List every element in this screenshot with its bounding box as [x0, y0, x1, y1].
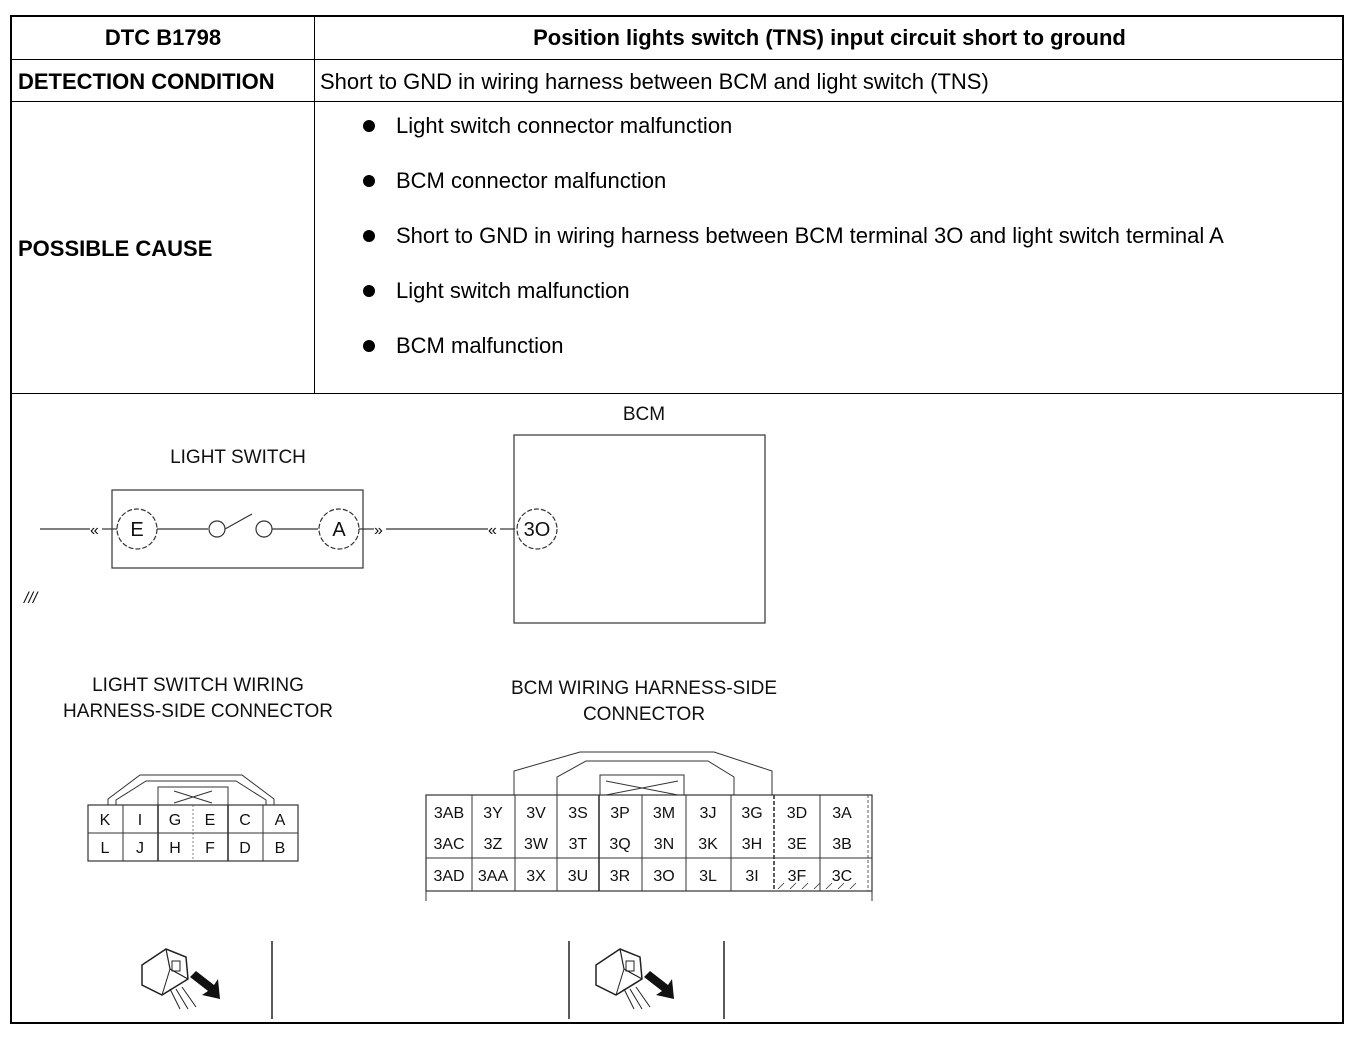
pin-label: 3T [569, 836, 588, 853]
connector-mark: « [90, 522, 99, 539]
pin-label: 3E [787, 836, 807, 853]
cause-item: Short to GND in wiring harness between B… [357, 221, 1256, 251]
pin-label: 3R [610, 868, 630, 885]
column-divider [314, 17, 315, 393]
cause-item: Light switch connector malfunction [357, 111, 1257, 141]
detection-condition-label: DETECTION CONDITION [18, 69, 275, 94]
pin-label: 3K [698, 836, 718, 853]
terminal-a-label: A [332, 519, 346, 541]
pin-label: 3Q [609, 836, 630, 853]
connector-mark: » [374, 522, 383, 539]
bcm-connector [425, 751, 873, 901]
light-switch-connector [87, 774, 299, 862]
pin-label: 3P [610, 805, 630, 822]
connector-mark: « [488, 522, 497, 539]
pin-label: 3I [745, 868, 758, 885]
bcm-connector-label: BCM WIRING HARNESS-SIDE [511, 678, 777, 699]
cause-item: Light switch malfunction [357, 276, 1257, 306]
pin-label: F [205, 840, 215, 857]
pin-label: 3V [526, 805, 546, 822]
light-switch-box [111, 489, 364, 569]
pin-label: 3A [832, 805, 852, 822]
terminal-e-label: E [130, 519, 143, 541]
pin-label: B [275, 840, 286, 857]
pin-label: 3AD [433, 868, 464, 885]
pin-label: L [101, 840, 110, 857]
detection-condition-text: Short to GND in wiring harness between B… [320, 69, 989, 94]
pin-label: E [205, 812, 216, 829]
pin-label: I [138, 812, 142, 829]
switch-contact [255, 520, 273, 538]
pin-label: 3L [699, 868, 717, 885]
dtc-title: Position lights switch (TNS) input circu… [533, 25, 1126, 50]
possible-cause-label: POSSIBLE CAUSE [18, 236, 213, 261]
pin-label: A [275, 812, 286, 829]
row-divider-2 [12, 101, 1342, 102]
row-divider-3 [12, 393, 1342, 394]
pin-label: 3AC [433, 836, 464, 853]
row-divider-1 [12, 59, 1342, 60]
pin-label: 3B [832, 836, 852, 853]
light-switch-label: LIGHT SWITCH [170, 447, 306, 468]
light-switch-connector-label: HARNESS-SIDE CONNECTOR [63, 701, 333, 722]
bcm-connector-label: CONNECTOR [583, 704, 705, 725]
pin-label: 3Y [483, 805, 503, 822]
pin-label: 3D [787, 805, 807, 822]
bcm-box [513, 434, 766, 624]
pin-label: 3J [700, 805, 717, 822]
terminal-3o [516, 508, 558, 550]
pin-label: K [100, 812, 111, 829]
bcm-label: BCM [623, 404, 665, 425]
pin-label: 3W [524, 836, 549, 853]
pin-label: C [239, 812, 251, 829]
switch-blade [224, 513, 253, 530]
pin-label: 3O [653, 868, 674, 885]
pin-label: 3C [832, 868, 852, 885]
pin-label: 3AA [478, 868, 509, 885]
wiring-diagram: LIGHT SWITCH « E A » « /// BCM 3O LIGHT … [23, 404, 873, 1019]
pin-label: 3X [526, 868, 546, 885]
pin-label: D [239, 840, 251, 857]
ground-symbol: /// [23, 590, 39, 607]
cause-item: BCM connector malfunction [357, 166, 1257, 196]
pin-label: 3S [568, 805, 588, 822]
pin-label: 3AB [434, 805, 464, 822]
pin-label: 3H [742, 836, 762, 853]
pin-label: 3F [788, 868, 807, 885]
connector-view-direction-icon [595, 948, 674, 1010]
possible-cause-list: Light switch connector malfunction BCM c… [357, 111, 1257, 361]
light-switch-connector-label: LIGHT SWITCH WIRING [92, 675, 304, 696]
terminal-3o-label: 3O [524, 519, 551, 541]
cause-item: BCM malfunction [357, 331, 1257, 361]
pin-label: H [169, 840, 181, 857]
pin-label: 3U [568, 868, 588, 885]
connector-view-direction-icon [141, 948, 220, 1010]
pin-label: 3Z [484, 836, 503, 853]
dtc-sheet: DTC B1798 Position lights switch (TNS) i… [10, 15, 1344, 1024]
pin-label: J [136, 840, 144, 857]
switch-contact [208, 520, 226, 538]
pin-label: 3M [653, 805, 675, 822]
dtc-code: DTC B1798 [104, 25, 222, 50]
pin-label: 3G [741, 805, 762, 822]
pin-label: G [169, 812, 181, 829]
pin-label: 3N [654, 836, 674, 853]
